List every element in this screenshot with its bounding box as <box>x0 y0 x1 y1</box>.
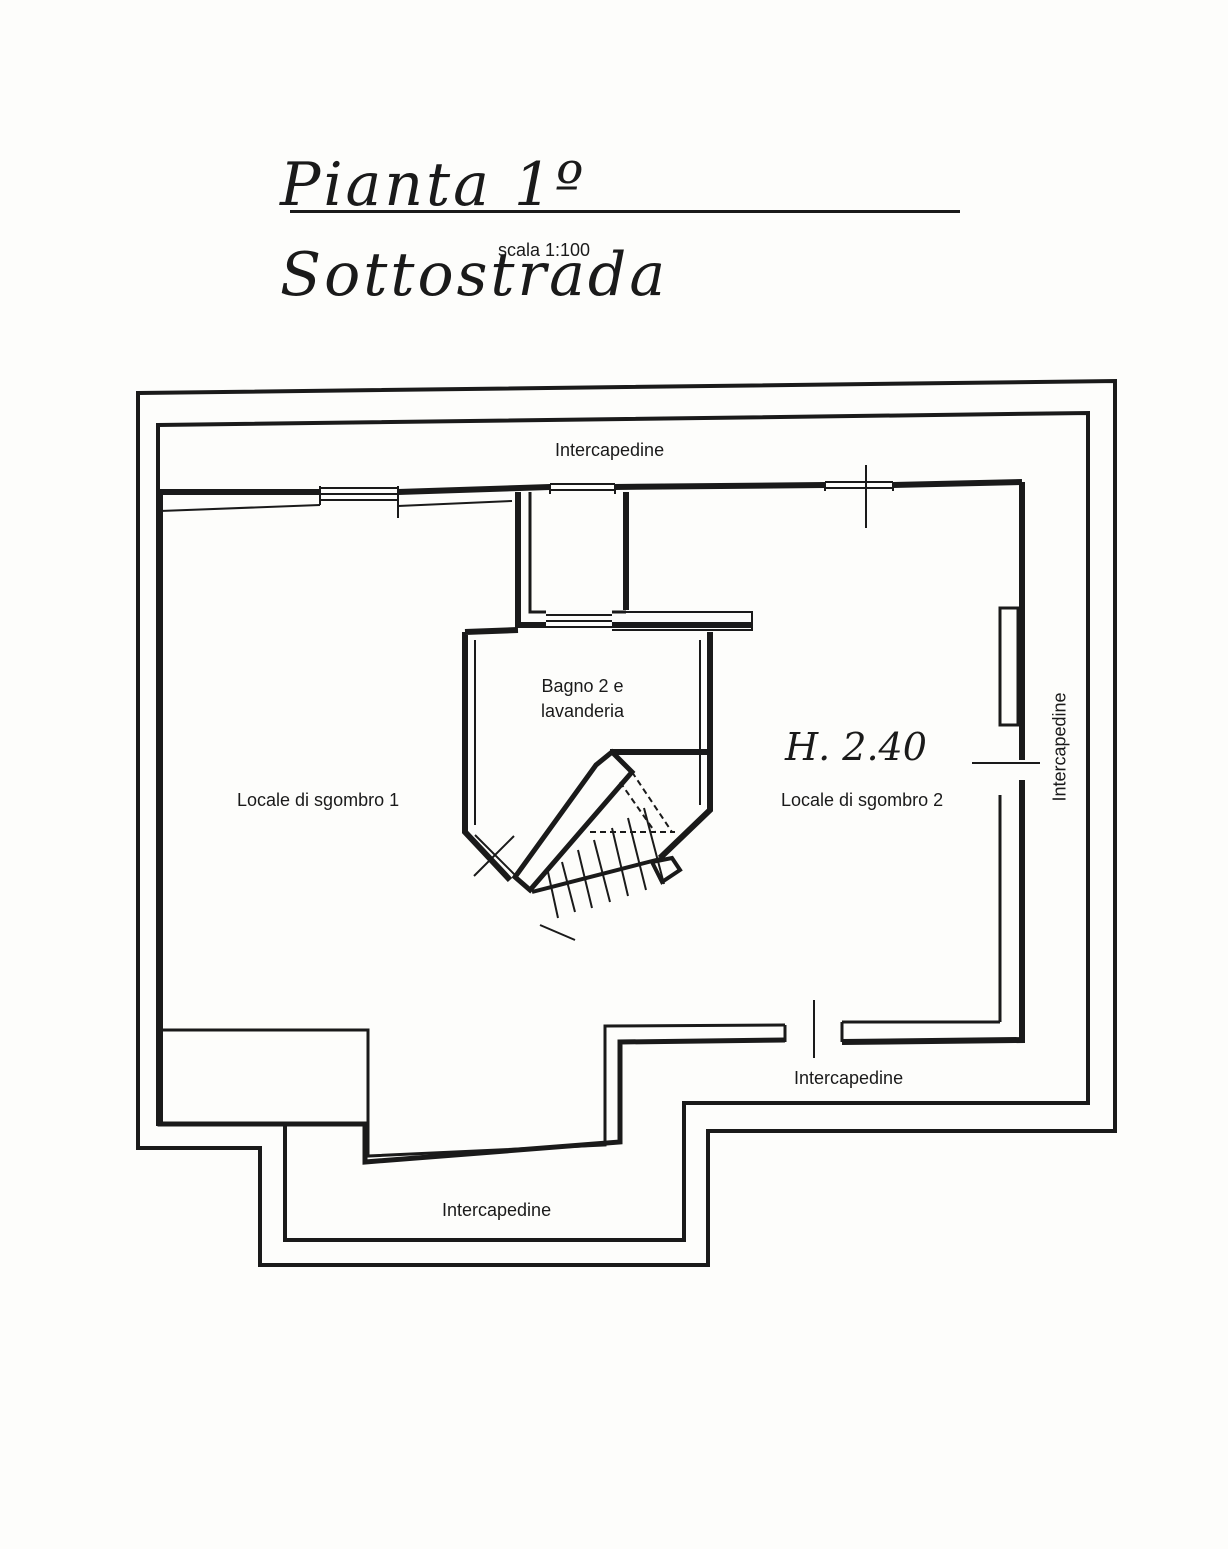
stair-arrow-base <box>539 924 576 941</box>
outer-wall <box>136 378 1117 1267</box>
building-wall-top <box>160 479 1023 495</box>
label-bathroom: Bagno 2 e lavanderia <box>540 676 625 721</box>
building-wall-right-inner-2 <box>842 795 1002 1024</box>
shaft-walls <box>515 492 752 628</box>
label-intercapedine-right: Intercapedine <box>1049 692 1070 802</box>
shaft-ledge <box>612 611 753 631</box>
label-intercapedine-bottom-right: Intercapedine <box>794 1068 904 1088</box>
label-intercapedine-bottom: Intercapedine <box>442 1200 552 1220</box>
scale-label: scala 1:100 <box>498 240 591 260</box>
label-storage-room-1: Locale di sgombro 1 <box>237 790 400 810</box>
label-storage-room-2: Locale di sgombro 2 <box>781 790 944 810</box>
stair-treads <box>547 807 665 919</box>
building-wall-right <box>841 482 1025 1045</box>
stair-outer <box>511 748 636 894</box>
ceiling-height-label: H. 2.40 <box>785 725 927 769</box>
window-top-2 <box>549 483 616 494</box>
window-top-3 <box>824 481 894 491</box>
building-wall-right-inner <box>998 606 1020 727</box>
window-top-1 <box>319 486 399 506</box>
bathroom-walls <box>462 627 713 883</box>
bathroom-walls-inner <box>474 640 701 825</box>
building-wall-bottom-inner <box>160 1023 786 1158</box>
shaft-inner <box>528 492 626 614</box>
label-intercapedine-top: Intercapedine <box>555 440 665 460</box>
stair-side <box>531 855 683 894</box>
shaft-window <box>546 614 612 628</box>
bathroom-door <box>473 834 521 881</box>
door-jamb-bottom <box>783 1022 844 1042</box>
building-wall-top-inner <box>159 500 513 512</box>
title-underline <box>290 210 960 213</box>
stair-hidden-line <box>590 771 675 833</box>
plan-title: Pianta 1º Sottostrada <box>280 150 669 310</box>
